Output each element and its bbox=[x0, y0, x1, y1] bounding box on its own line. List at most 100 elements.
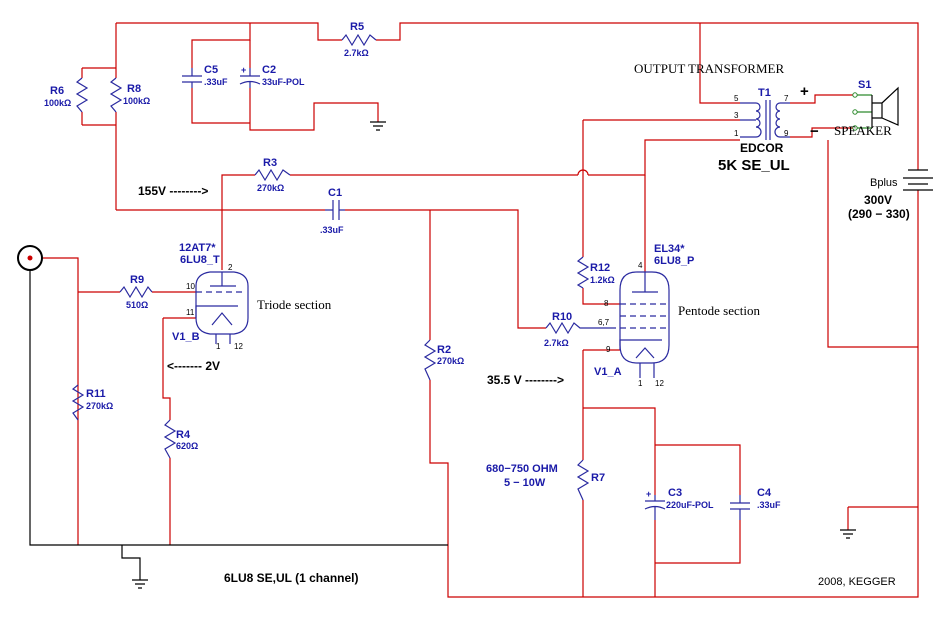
svg-text:6,7: 6,7 bbox=[598, 318, 610, 327]
svg-text:12AT7*: 12AT7* bbox=[179, 242, 216, 254]
svg-text:C4: C4 bbox=[757, 487, 772, 499]
svg-text:300V: 300V bbox=[864, 193, 892, 207]
svg-text:Pentode section: Pentode section bbox=[678, 303, 760, 318]
svg-text:Triode section: Triode section bbox=[257, 297, 332, 312]
svg-text:220uF-POL: 220uF-POL bbox=[666, 500, 714, 510]
svg-text:R5: R5 bbox=[350, 21, 364, 33]
svg-text:R12: R12 bbox=[590, 262, 610, 274]
svg-text:C1: C1 bbox=[328, 187, 342, 199]
ground-symbol-top bbox=[370, 121, 386, 131]
resistor-r10: R10 2.7kΩ bbox=[544, 311, 616, 348]
svg-text:R3: R3 bbox=[263, 157, 277, 169]
battery-bplus: Bplus 300V (290 − 330) bbox=[848, 169, 933, 221]
svg-text:5: 5 bbox=[734, 94, 739, 103]
resistor-r6: R6 100kΩ bbox=[44, 77, 89, 113]
resistor-r12: R12 1.2kΩ bbox=[576, 256, 615, 289]
wires bbox=[29, 22, 919, 598]
svg-text:12: 12 bbox=[655, 379, 664, 388]
svg-text:R4: R4 bbox=[176, 429, 191, 441]
svg-text:EDCOR: EDCOR bbox=[740, 141, 784, 155]
voltage-note-35v: 35.5 V --------> bbox=[487, 373, 564, 387]
resistor-r7: R7 680−750 OHM 5 − 10W bbox=[486, 459, 605, 501]
pentode-tube-v1a: EL34* 6LU8_P V1_A Pentode section 4 8 6,… bbox=[594, 243, 760, 388]
svg-text:3: 3 bbox=[734, 111, 739, 120]
svg-text:1: 1 bbox=[638, 379, 643, 388]
svg-text:270kΩ: 270kΩ bbox=[86, 401, 113, 411]
ground-symbol-supply bbox=[840, 529, 856, 539]
svg-text:OUTPUT TRANSFORMER: OUTPUT TRANSFORMER bbox=[634, 61, 784, 76]
credit-text: 2008, KEGGER bbox=[818, 576, 896, 588]
svg-text:C5: C5 bbox=[204, 64, 218, 76]
svg-text:12: 12 bbox=[234, 342, 243, 351]
schematic-title: 6LU8 SE,UL (1 channel) bbox=[224, 571, 358, 585]
svg-text:R11: R11 bbox=[86, 388, 106, 400]
svg-text:V1_A: V1_A bbox=[594, 366, 622, 378]
resistor-r4: R4 620Ω bbox=[163, 419, 198, 459]
svg-text:620Ω: 620Ω bbox=[176, 441, 198, 451]
svg-text:R8: R8 bbox=[127, 83, 141, 95]
voltage-note-155v: 155V --------> bbox=[138, 184, 208, 198]
svg-text:.33uF: .33uF bbox=[320, 225, 344, 235]
svg-text:R10: R10 bbox=[552, 311, 572, 323]
svg-text:6LU8_P: 6LU8_P bbox=[654, 255, 694, 267]
svg-text:10: 10 bbox=[186, 282, 195, 291]
voltage-note-2v: <------- 2V bbox=[167, 359, 220, 373]
svg-text:EL34*: EL34* bbox=[654, 243, 685, 255]
svg-text:SPEAKER: SPEAKER bbox=[834, 123, 892, 138]
svg-text:S1: S1 bbox=[858, 79, 871, 91]
svg-text:+: + bbox=[646, 489, 651, 499]
svg-text:510Ω: 510Ω bbox=[126, 300, 148, 310]
output-transformer-t1: OUTPUT TRANSFORMER T1 EDCOR 5K SE_UL 5 3… bbox=[634, 61, 790, 174]
svg-text:6LU8_T: 6LU8_T bbox=[180, 254, 220, 266]
svg-text:2.7kΩ: 2.7kΩ bbox=[544, 338, 569, 348]
svg-text:V1_B: V1_B bbox=[172, 331, 200, 343]
svg-text:1.2kΩ: 1.2kΩ bbox=[590, 275, 615, 285]
svg-text:11: 11 bbox=[186, 308, 195, 317]
svg-text:7: 7 bbox=[784, 94, 789, 103]
svg-text:+: + bbox=[800, 83, 809, 100]
svg-text:4: 4 bbox=[638, 261, 643, 270]
capacitor-c1: C1 .33uF bbox=[320, 187, 345, 235]
resistor-r2: R2 270kΩ bbox=[423, 339, 464, 381]
svg-text:9: 9 bbox=[606, 345, 611, 354]
svg-text:R9: R9 bbox=[130, 274, 144, 286]
svg-text:R7: R7 bbox=[591, 472, 605, 484]
capacitor-c5: C5 .33uF bbox=[182, 64, 228, 88]
svg-text:270kΩ: 270kΩ bbox=[257, 183, 284, 193]
svg-text:.33uF: .33uF bbox=[757, 500, 781, 510]
resistor-r8: R8 100kΩ bbox=[109, 77, 150, 113]
svg-text:680−750 OHM: 680−750 OHM bbox=[486, 463, 558, 475]
svg-text:270kΩ: 270kΩ bbox=[437, 356, 464, 366]
svg-text:R2: R2 bbox=[437, 344, 451, 356]
svg-text:1: 1 bbox=[216, 342, 221, 351]
svg-text:9: 9 bbox=[784, 129, 789, 138]
svg-text:8: 8 bbox=[604, 299, 609, 308]
resistor-r11: R11 270kΩ bbox=[71, 384, 113, 421]
capacitor-c2: + C2 33uF-POL bbox=[239, 64, 305, 88]
ground-symbol-input bbox=[132, 579, 148, 589]
triode-tube-v1b: 12AT7* 6LU8_T V1_B Triode section 2 10 1… bbox=[172, 242, 332, 351]
svg-text:T1: T1 bbox=[758, 87, 771, 99]
input-jack bbox=[17, 245, 43, 271]
svg-text:C2: C2 bbox=[262, 64, 276, 76]
capacitor-c3: + C3 220uF-POL bbox=[644, 487, 714, 520]
svg-text:5K SE_UL: 5K SE_UL bbox=[718, 157, 790, 174]
svg-text:100kΩ: 100kΩ bbox=[123, 96, 150, 106]
svg-text:Bplus: Bplus bbox=[870, 177, 898, 189]
svg-text:−: − bbox=[810, 123, 819, 140]
resistor-r3: R3 270kΩ bbox=[254, 157, 291, 193]
speaker-s1: S1 SPEAKER + − bbox=[800, 79, 899, 140]
svg-text:100kΩ: 100kΩ bbox=[44, 98, 71, 108]
resistor-r9: R9 510Ω bbox=[119, 274, 153, 310]
resistor-r5: R5 2.7kΩ bbox=[341, 21, 377, 58]
svg-text:C3: C3 bbox=[668, 487, 682, 499]
svg-text:33uF-POL: 33uF-POL bbox=[262, 77, 305, 87]
svg-text:2.7kΩ: 2.7kΩ bbox=[344, 48, 369, 58]
svg-text:(290 − 330): (290 − 330) bbox=[848, 207, 910, 221]
svg-text:5 − 10W: 5 − 10W bbox=[504, 477, 546, 489]
svg-text:+: + bbox=[241, 65, 246, 75]
capacitor-c4: C4 .33uF bbox=[730, 487, 781, 520]
svg-text:1: 1 bbox=[734, 129, 739, 138]
